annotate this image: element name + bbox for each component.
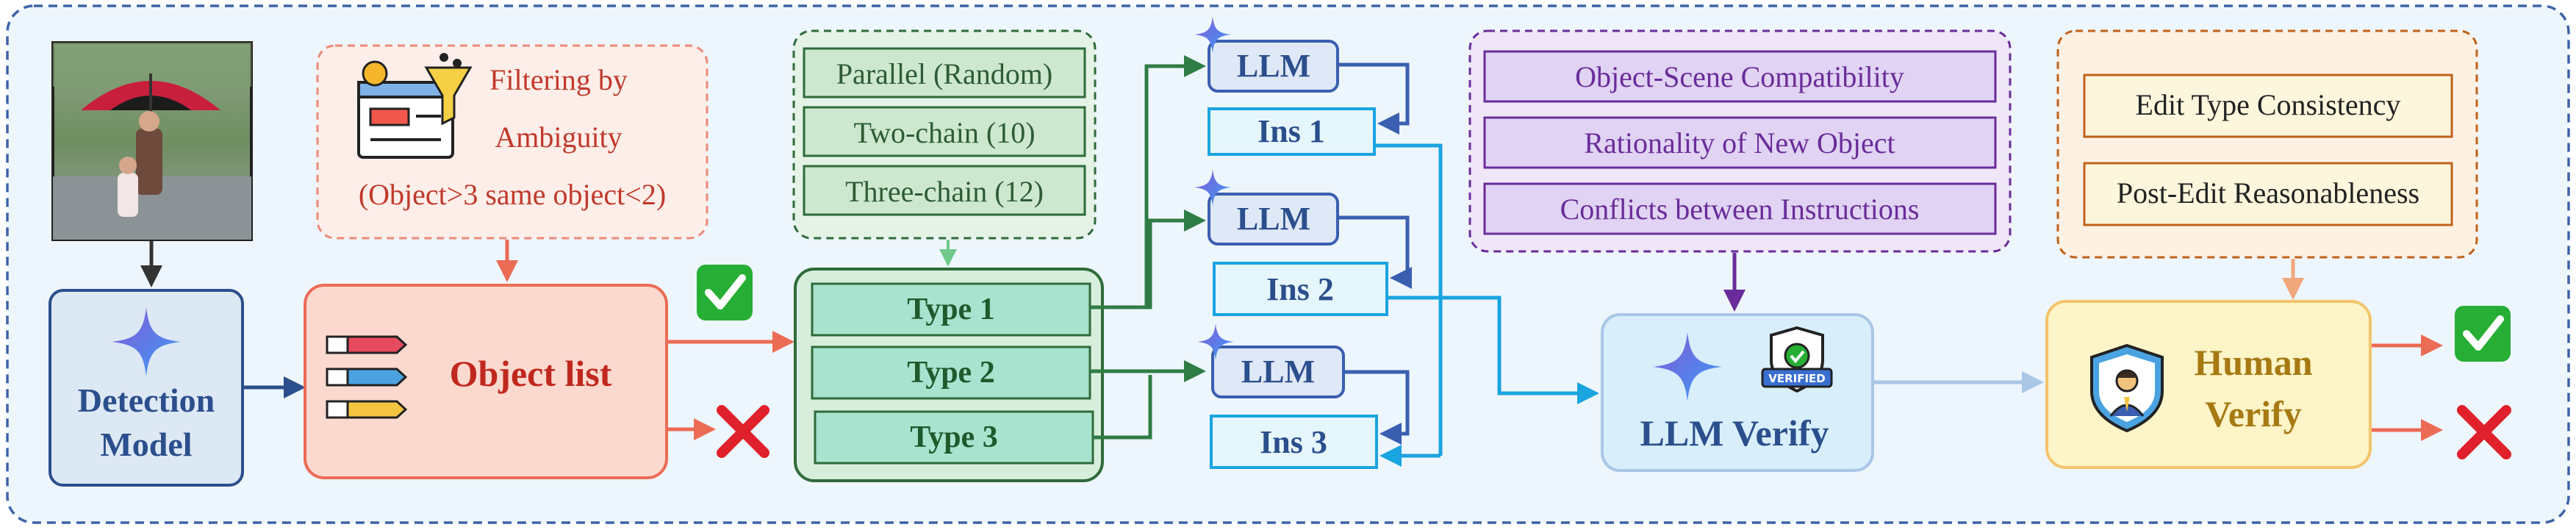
human-shield-icon bbox=[2090, 343, 2164, 433]
filter-icon bbox=[357, 53, 473, 159]
ins-chain-arrows bbox=[1374, 143, 1599, 467]
checkmark-icon bbox=[697, 265, 753, 320]
filtering-label-line1: Filtering by bbox=[489, 63, 628, 96]
type-1 bbox=[811, 282, 1091, 337]
types-box: Type 1 Type 2 Type 3 bbox=[794, 268, 1104, 482]
type-1-label: Type 1 bbox=[907, 293, 994, 326]
human-verify-line2: Verify bbox=[2205, 393, 2301, 434]
filtering-label-line3: (Object>3 same object<2) bbox=[359, 178, 666, 211]
check-post-edit-label: Post-Edit Reasonableness bbox=[2117, 176, 2419, 210]
ins-3: Ins 3 bbox=[1210, 415, 1378, 469]
ins-1-label: Ins 1 bbox=[1257, 113, 1325, 149]
list-icon bbox=[326, 335, 408, 419]
mode-parallel bbox=[803, 47, 1086, 99]
detection-label-line2: Model bbox=[100, 426, 192, 463]
detection-label-line1: Detection bbox=[78, 382, 215, 419]
sparkle-icon bbox=[1194, 169, 1231, 206]
human-verify-box: Human Verify bbox=[2045, 300, 2372, 469]
filtering-box: Filtering by Ambiguity (Object>3 same ob… bbox=[316, 44, 708, 240]
llm-1-label: LLM bbox=[1237, 48, 1310, 84]
detection-model-box: Detection Model bbox=[49, 289, 244, 487]
verified-badge-icon: VERIFIED bbox=[1761, 326, 1833, 393]
verified-badge-text: VERIFIED bbox=[1768, 372, 1826, 385]
input-photo bbox=[51, 41, 253, 241]
cross-icon bbox=[717, 405, 769, 458]
sparkle-icon bbox=[1197, 323, 1234, 360]
ins-2: Ins 2 bbox=[1213, 262, 1388, 316]
check-rationality-label: Rationality of New Object bbox=[1584, 126, 1895, 160]
mode-three-chain bbox=[803, 165, 1086, 216]
check-conflicts-label: Conflicts between Instructions bbox=[1560, 193, 1920, 226]
check-conflicts bbox=[1483, 182, 1997, 235]
llm-checks-box: Object-Scene Compatibility Rationality o… bbox=[1468, 29, 2012, 253]
check-rationality bbox=[1483, 116, 1997, 169]
type-3 bbox=[814, 410, 1094, 465]
mode-two-chain-label: Two-chain (10) bbox=[853, 116, 1035, 149]
llm-3-label: LLM bbox=[1241, 354, 1315, 390]
ins-3-label: Ins 3 bbox=[1260, 424, 1327, 460]
type-3-label: Type 3 bbox=[910, 420, 997, 454]
filtering-label-line2: Ambiguity bbox=[495, 121, 622, 154]
check-edit-type bbox=[2083, 74, 2453, 138]
type-2 bbox=[811, 345, 1091, 400]
human-verify-line1: Human bbox=[2194, 342, 2312, 383]
llm-3: LLM bbox=[1197, 323, 1345, 398]
final-cross-icon bbox=[2457, 405, 2511, 459]
sparkle-icon bbox=[1653, 332, 1722, 401]
human-checks-box: Edit Type Consistency Post-Edit Reasonab… bbox=[2056, 29, 2478, 259]
check-edit-type-label: Edit Type Consistency bbox=[2136, 88, 2401, 121]
mode-three-chain-label: Three-chain (12) bbox=[845, 175, 1044, 208]
sparkle-icon bbox=[1194, 16, 1231, 53]
mode-parallel-label: Parallel (Random) bbox=[836, 57, 1052, 90]
final-checkmark-icon bbox=[2455, 306, 2511, 362]
llm-1: LLM bbox=[1194, 16, 1339, 93]
llm-verify-label: LLM Verify bbox=[1640, 412, 1829, 454]
instruction-modes-box: Parallel (Random) Two-chain (10) Three-c… bbox=[792, 29, 1097, 240]
object-list-label: Object list bbox=[450, 353, 612, 394]
llm-verify-box: VERIFIED LLM Verify bbox=[1601, 313, 1874, 472]
object-list-box: Object list bbox=[304, 284, 668, 479]
llm-2-label: LLM bbox=[1237, 201, 1310, 237]
llm-to-ins-arrows bbox=[1338, 62, 1412, 445]
type-2-label: Type 2 bbox=[907, 356, 994, 390]
ins-2-label: Ins 2 bbox=[1266, 271, 1334, 307]
sparkle-icon bbox=[112, 307, 181, 376]
check-compatibility-label: Object-Scene Compatibility bbox=[1575, 60, 1904, 93]
check-compatibility bbox=[1483, 50, 1997, 103]
ins-1: Ins 1 bbox=[1208, 107, 1376, 156]
type-to-llm-arrows bbox=[1090, 55, 1206, 440]
mode-two-chain bbox=[803, 106, 1086, 157]
check-post-edit bbox=[2083, 162, 2453, 226]
